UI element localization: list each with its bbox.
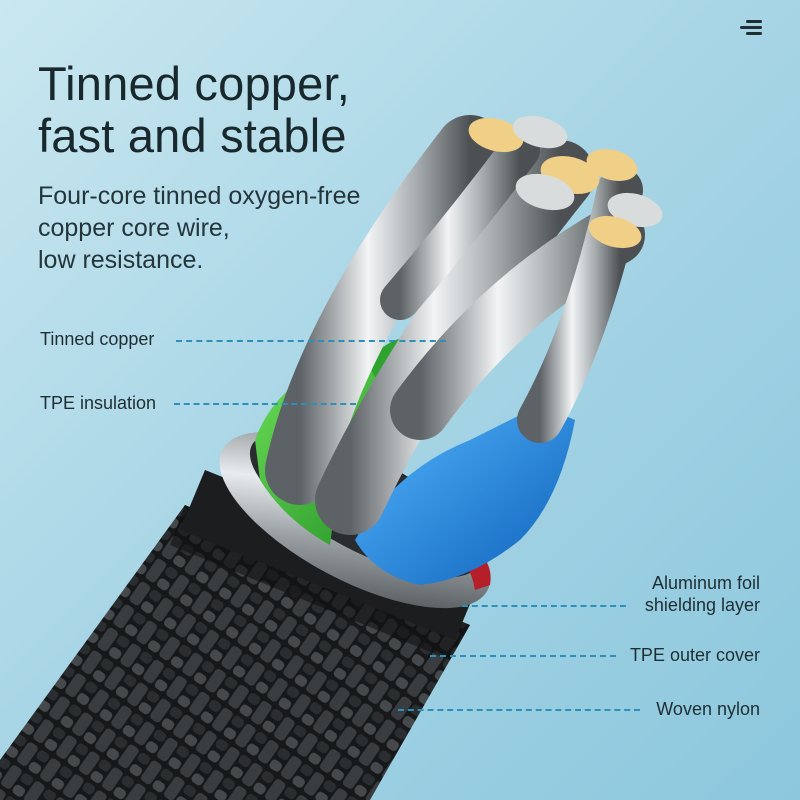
leader-line-tpe-insulation [174, 403, 356, 405]
title-line-2: fast and stable [38, 109, 347, 162]
callout-tpe-outer-cover: TPE outer cover [629, 645, 760, 665]
hamburger-menu-icon[interactable] [738, 18, 762, 38]
page-title: Tinned copper, fast and stable [38, 58, 350, 162]
callout-aluminum-foil-line-1: Aluminum foil [651, 573, 760, 593]
title-line-1: Tinned copper, [38, 57, 350, 110]
description: Four-core tinned oxygen-free copper core… [38, 180, 360, 276]
leader-line-woven-nylon [398, 709, 640, 711]
callout-aluminum-foil: Aluminum foil shielding layer [645, 572, 760, 616]
description-line-2: copper core wire, [38, 214, 230, 242]
callout-tpe-insulation: TPE insulation [40, 393, 157, 413]
leader-line-aluminum-foil [462, 605, 626, 607]
callout-aluminum-foil-line-2: shielding layer [644, 595, 760, 615]
callout-tinned-copper: Tinned copper [40, 329, 155, 349]
leader-line-tpe-outer-cover [430, 655, 616, 657]
description-line-3: low resistance. [38, 246, 204, 274]
callout-woven-nylon: Woven nylon [656, 699, 760, 719]
leader-line-tinned-copper [176, 340, 446, 342]
description-line-1: Four-core tinned oxygen-free [38, 182, 361, 210]
